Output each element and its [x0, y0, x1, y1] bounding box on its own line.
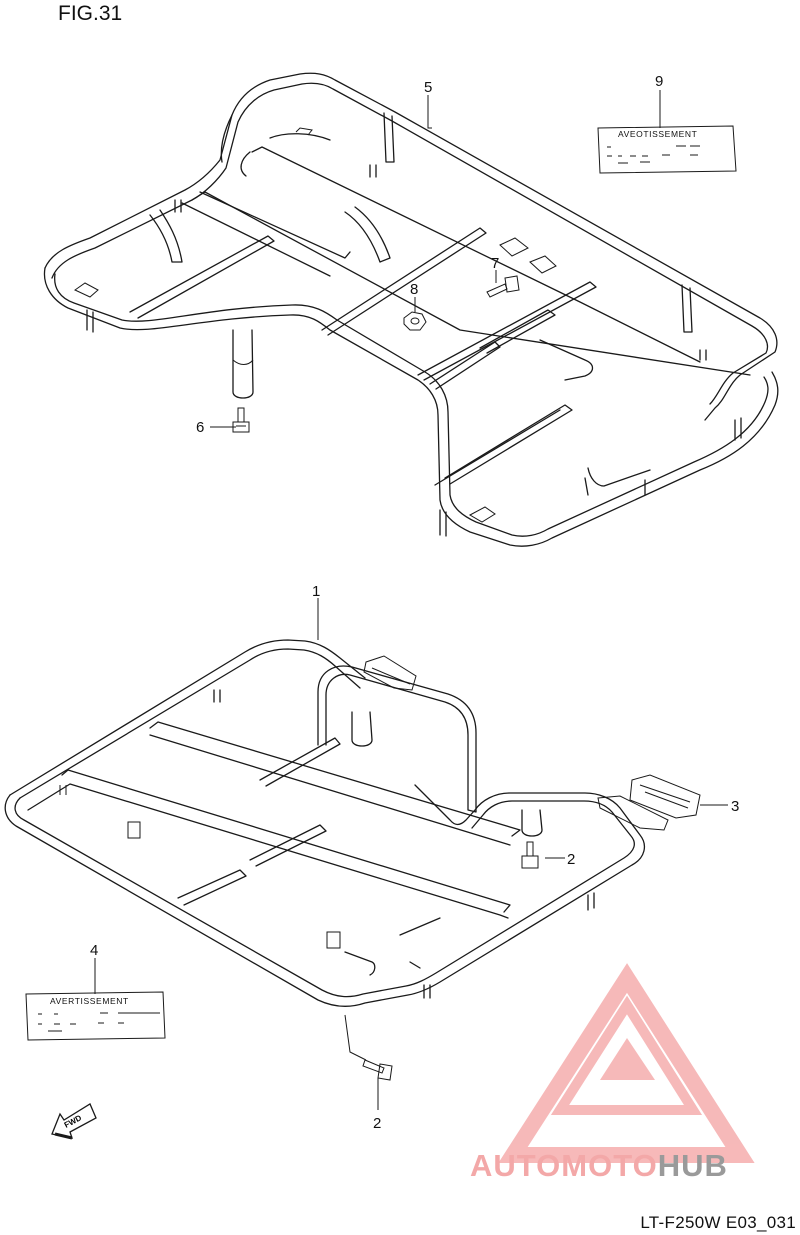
warning-label-4[interactable]: AVERTISSEMENT	[25, 991, 166, 1041]
nut-8-icon[interactable]	[403, 311, 427, 331]
bolt-2b-icon[interactable]	[362, 1059, 393, 1081]
callout-1[interactable]: 1	[312, 583, 320, 600]
bolt-2a-icon[interactable]	[521, 841, 539, 869]
warning-label-4-title: AVERTISSEMENT	[50, 996, 129, 1006]
callout-9[interactable]: 9	[655, 73, 663, 90]
bolt-7-icon[interactable]	[486, 275, 520, 298]
callout-2a[interactable]: 2	[567, 851, 575, 868]
callout-7[interactable]: 7	[491, 255, 499, 272]
watermark-word-hub: HUB	[657, 1148, 728, 1183]
callout-4[interactable]: 4	[90, 942, 98, 959]
watermark-wordmark: AUTOMOTOHUB	[470, 1148, 728, 1184]
watermark-logo-icon	[498, 963, 755, 1163]
callout-8[interactable]: 8	[410, 281, 418, 298]
warning-label-9[interactable]: AVEOTISSEMENT	[597, 125, 737, 174]
callout-6[interactable]: 6	[196, 419, 204, 436]
diagram-code: LT-F250W E03_031	[640, 1213, 796, 1232]
warning-label-9-title: AVEOTISSEMENT	[618, 129, 697, 139]
callout-5[interactable]: 5	[424, 79, 432, 96]
callout-3[interactable]: 3	[731, 798, 739, 815]
forward-direction-arrow-icon: FWD	[51, 1103, 97, 1140]
front-carrier-rack[interactable]	[4, 639, 646, 1008]
rear-carrier-rack[interactable]	[43, 72, 779, 547]
watermark-word-moto: MOTO	[561, 1148, 658, 1183]
callout-2b[interactable]: 2	[373, 1115, 381, 1132]
watermark-word-auto: AUTO	[470, 1148, 562, 1183]
figure-title: FIG.31	[58, 2, 123, 25]
bolt-6-icon[interactable]	[232, 407, 250, 433]
bracket-3-icon[interactable]	[597, 774, 701, 831]
top-bracket-icon[interactable]	[363, 655, 417, 691]
